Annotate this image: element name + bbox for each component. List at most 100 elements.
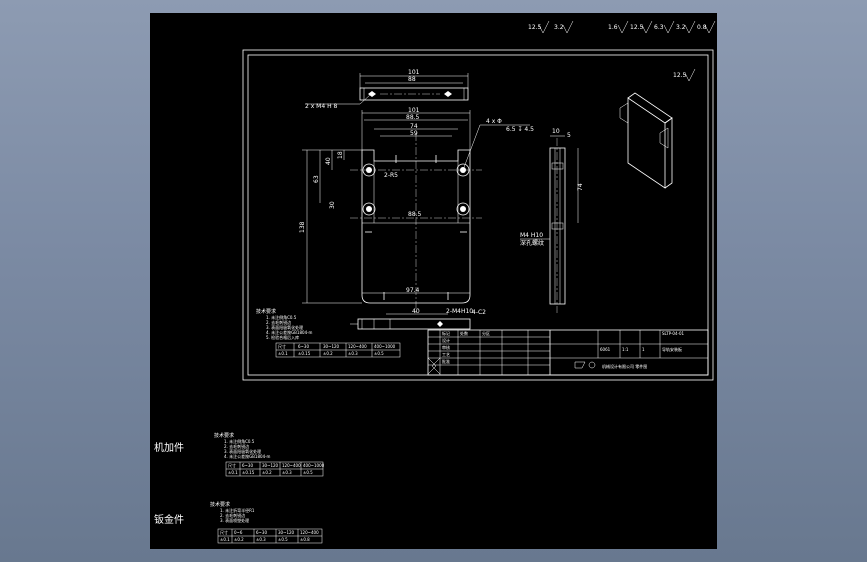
cad-drawing-canvas[interactable]: 12.5 3.2 1.6 12.5 6.3 3.2 0.8 [150, 13, 717, 549]
dim-18: 18 [337, 151, 344, 159]
svg-text:400~1000: 400~1000 [303, 463, 325, 468]
svg-text:3. 表面阳极氧化处理: 3. 表面阳极氧化处理 [266, 324, 303, 330]
label-machined: 机加件 [154, 441, 184, 454]
part-name: 导轨安装板 [662, 346, 682, 352]
svg-text:1.6: 1.6 [608, 24, 618, 31]
svg-text:2. 去毛刺锐边: 2. 去毛刺锐边 [266, 319, 291, 325]
svg-text:±0.2: ±0.2 [262, 470, 272, 475]
svg-text:±0.3: ±0.3 [282, 470, 292, 475]
side-view: 10 5 74 M4 H10 深孔螺纹 [520, 128, 584, 313]
svg-text:0.8: 0.8 [697, 24, 707, 31]
svg-text:5. 检验合格后入库: 5. 检验合格后入库 [266, 334, 299, 340]
svg-text:6~30: 6~30 [298, 344, 309, 349]
roughness-symbol-corner: 12.5 [673, 68, 696, 82]
dim-101: 101 [408, 107, 420, 114]
dim-63: 63 [313, 175, 320, 183]
svg-text:0~6: 0~6 [234, 530, 243, 535]
note-hole-depth: 6.5 ↧ 4.5 [506, 126, 534, 133]
dim-top-overall: 101 [408, 69, 420, 76]
scale: 1:1 [622, 347, 629, 352]
label-sheet-metal: 钣金件 [154, 513, 184, 526]
front-view: 101 88.5 74 59 138 63 40 18 30 2-R5 88.5… [299, 107, 534, 316]
svg-text:30~120: 30~120 [278, 530, 295, 535]
note-top-holes: 2 x M4 H 8 [305, 103, 338, 110]
notes-machined-part: 机加件 技术要求 1. 未注倒角C0.5 2. 去毛刺锐边 3. 表面阳极氧化处… [154, 432, 325, 477]
svg-text:尺寸: 尺寸 [278, 343, 286, 349]
svg-text:2. 去毛刺锐边: 2. 去毛刺锐边 [224, 443, 249, 449]
title-block: 标记 处数 分区 设计 审核 工艺 批准 SLTP-04-01 导轨安装板 60… [427, 329, 709, 376]
dim-74: 74 [410, 123, 418, 130]
svg-text:12.5: 12.5 [673, 72, 687, 79]
tolerance-table-in-frame: 尺寸 6~30 30~120 120~400 400~1000 ±0.1 ±0.… [275, 342, 401, 358]
svg-text:±0.2: ±0.2 [234, 537, 244, 542]
engineering-drawing: 12.5 3.2 1.6 12.5 6.3 3.2 0.8 [154, 20, 716, 544]
svg-text:12.5: 12.5 [630, 24, 644, 31]
note-thread-2: 深孔螺纹 [520, 239, 544, 247]
label-radius: 2-R5 [384, 172, 398, 179]
dim-side-10: 10 [552, 128, 560, 135]
note-hole-callout: 4 x Φ [486, 118, 502, 125]
company-name: 机械设计有限公司 零件图 [602, 363, 647, 369]
svg-text:尺寸: 尺寸 [220, 529, 228, 535]
svg-text:尺寸: 尺寸 [228, 462, 236, 468]
svg-text:30~120: 30~120 [323, 344, 340, 349]
dim-40: 40 [325, 157, 332, 165]
roughness-symbol: 3.2 [554, 20, 574, 34]
roughness-symbol: 6.3 [654, 20, 675, 34]
svg-text:2. 去毛刺锐边: 2. 去毛刺锐边 [220, 512, 245, 518]
sheet-outer-border [242, 49, 714, 381]
note-thread: M4 H10 [520, 232, 543, 239]
dim-bottom-40: 40 [412, 308, 420, 315]
svg-text:1. 未注倒角C0.5: 1. 未注倒角C0.5 [224, 438, 255, 444]
svg-text:设计: 设计 [442, 337, 450, 343]
dim-138: 138 [299, 221, 306, 233]
dim-side-74: 74 [577, 183, 584, 191]
roughness-symbol: 3.2 [676, 20, 696, 34]
svg-text:审核: 审核 [442, 344, 450, 350]
svg-text:±0.1: ±0.1 [220, 537, 230, 542]
svg-text:±0.1: ±0.1 [228, 470, 238, 475]
svg-text:±0.8: ±0.8 [300, 537, 310, 542]
svg-text:400~1000: 400~1000 [374, 344, 396, 349]
svg-text:处数: 处数 [460, 330, 468, 336]
bottom-detail-view: 40 2-M4H10 [350, 308, 473, 330]
drawing-number: SLTP-04-01 [662, 331, 685, 336]
svg-text:技术要求: 技术要求 [210, 501, 230, 508]
svg-text:±0.15: ±0.15 [242, 470, 255, 475]
roughness-symbol: 0.8 [697, 20, 716, 34]
svg-text:120~400: 120~400 [348, 344, 367, 349]
svg-text:1. 未注折弯半径R1: 1. 未注折弯半径R1 [220, 507, 255, 513]
dim-mid-width: 88.5 [408, 211, 422, 218]
svg-text:3. 表面阳极氧化处理: 3. 表面阳极氧化处理 [224, 448, 261, 454]
svg-text:6.3: 6.3 [654, 24, 664, 31]
svg-text:工艺: 工艺 [442, 352, 450, 357]
svg-text:±0.3: ±0.3 [348, 351, 358, 356]
svg-text:技术要求: 技术要求 [256, 308, 276, 315]
svg-text:±0.3: ±0.3 [256, 537, 266, 542]
svg-text:批准: 批准 [442, 358, 450, 364]
svg-text:12.5: 12.5 [528, 24, 542, 31]
isometric-view [619, 92, 673, 189]
svg-text:±0.15: ±0.15 [298, 351, 311, 356]
roughness-symbol: 1.6 [608, 20, 629, 34]
svg-text:3.2: 3.2 [676, 24, 686, 31]
svg-text:6~30: 6~30 [256, 530, 267, 535]
roughness-symbol: 12.5 [630, 20, 653, 34]
svg-text:标记: 标记 [442, 330, 450, 336]
note-chamfer: 4-C2 [472, 309, 486, 316]
material: 6061 [600, 347, 611, 352]
dim-88-5: 88.5 [406, 114, 420, 121]
svg-text:6~30: 6~30 [242, 463, 253, 468]
svg-text:±0.5: ±0.5 [278, 537, 288, 542]
tech-notes-in-frame: 技术要求 1. 未注倒角C0.5 2. 去毛刺锐边 3. 表面阳极氧化处理 4.… [256, 308, 313, 340]
svg-text:30~120: 30~120 [262, 463, 279, 468]
svg-text:120~400: 120~400 [300, 530, 319, 535]
dim-side-5: 5 [567, 132, 571, 139]
top-view: 101 88 2 x M4 H 8 [305, 69, 469, 110]
svg-text:±0.2: ±0.2 [323, 351, 333, 356]
note-bottom-thread: 2-M4H10 [446, 308, 473, 315]
svg-text:4. 未注公差按GB1804-m: 4. 未注公差按GB1804-m [224, 453, 271, 459]
svg-text:技术要求: 技术要求 [214, 432, 234, 439]
svg-text:3. 表面喷塑处理: 3. 表面喷塑处理 [220, 517, 249, 523]
dim-top-inner: 88 [408, 76, 416, 83]
